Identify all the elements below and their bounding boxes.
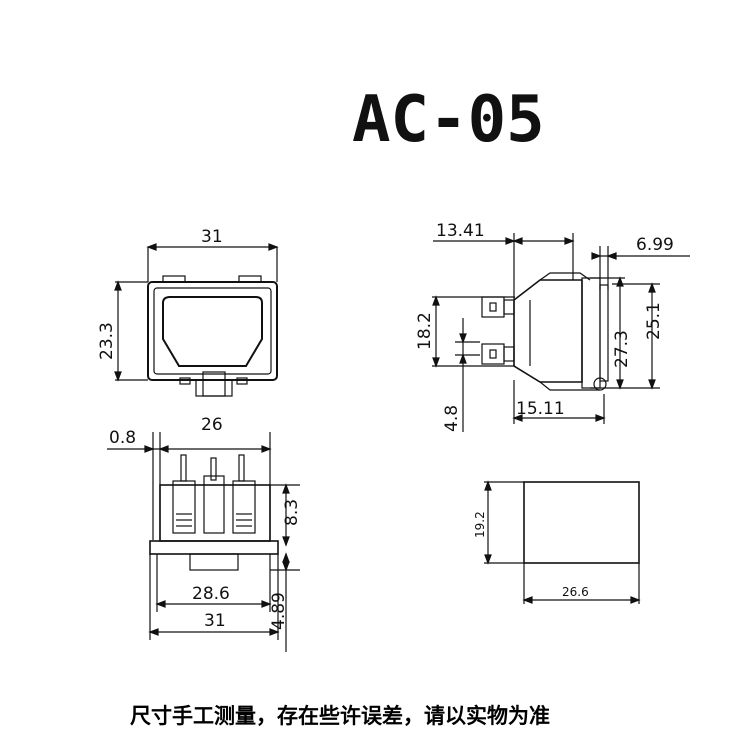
- front-view: 31 23.3: [97, 227, 279, 397]
- side-view: 13.41 6.99 18.2 4.8 27.3 25.1 15.11: [415, 221, 690, 432]
- dim-side-h1: 18.2: [415, 312, 435, 350]
- dim-bottom-offset: 0.8: [109, 428, 136, 448]
- dim-bottom-width: 26: [201, 415, 223, 435]
- dim-side-h2: 27.3: [612, 330, 632, 368]
- dim-side-pin: 4.8: [442, 405, 462, 432]
- dim-bottom-total: 31: [204, 611, 226, 631]
- measurement-note: 尺寸手工测量，存在些许误差，请以实物为准: [130, 704, 550, 728]
- dim-cutout-height: 19.2: [473, 511, 487, 538]
- dim-side-d1: 13.41: [436, 221, 485, 241]
- dim-side-d2: 6.99: [636, 235, 674, 255]
- dim-cutout-width: 26.6: [562, 585, 589, 599]
- dim-side-h3: 25.1: [644, 302, 664, 340]
- dim-bottom-height: 8.3: [282, 499, 302, 526]
- model-title: AC-05: [352, 83, 545, 157]
- dim-bottom-flange: 28.6: [192, 584, 230, 604]
- dim-side-depth: 15.11: [516, 399, 565, 419]
- dim-bottom-lip: 4.89: [269, 592, 289, 630]
- dim-front-width: 31: [201, 227, 223, 247]
- dim-front-height: 23.3: [97, 322, 117, 360]
- panel-cutout-view: 19.2 26.6: [473, 480, 641, 604]
- bottom-view: 0.8 26 8.3 28.6: [107, 415, 302, 652]
